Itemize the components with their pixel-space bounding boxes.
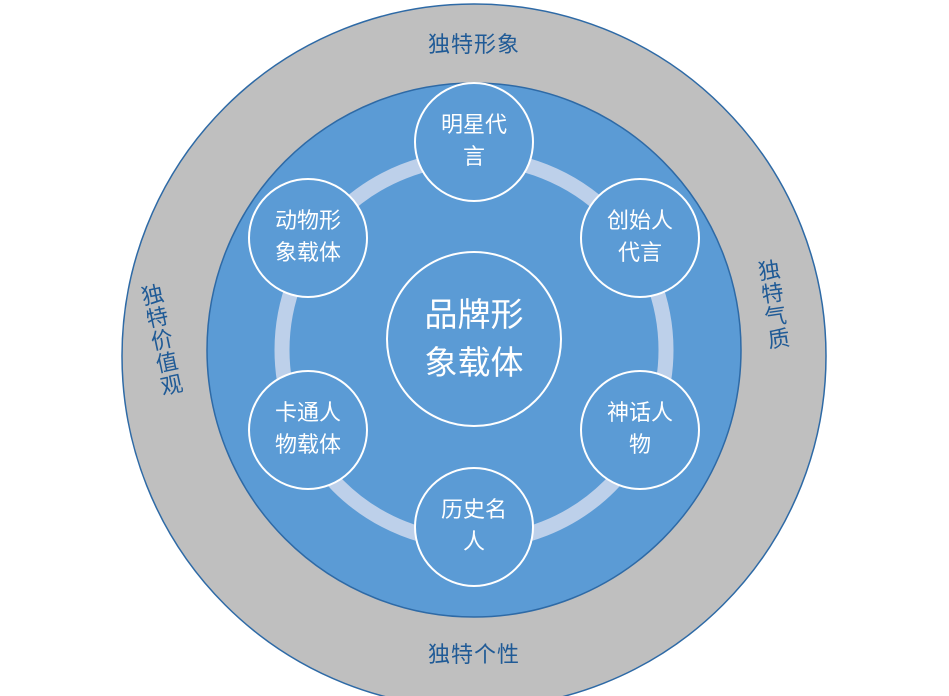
- node-circle-founder: [580, 178, 700, 298]
- node-circle-mythical: [580, 370, 700, 490]
- node-label-historical: 历史名 人: [440, 498, 507, 555]
- node-label-cartoon: 卡通人 物载体: [274, 401, 341, 458]
- node-label-celebrity: 明星代 言: [440, 113, 507, 170]
- outer-label-bottom: 独特个性: [427, 643, 520, 668]
- node-circle-cartoon: [248, 370, 368, 490]
- center-circle: [386, 251, 562, 427]
- node-label-mythical: 神话人 物: [606, 401, 673, 458]
- node-circle-celebrity: [414, 82, 534, 202]
- node-circle-animal: [248, 178, 368, 298]
- outer-label-top: 独特形象: [427, 33, 520, 58]
- node-label-animal: 动物形 象载体: [274, 209, 341, 266]
- center-label: 品牌形 象载体: [424, 295, 524, 382]
- node-circle-historical: [414, 467, 534, 587]
- node-label-founder: 创始人 代言: [606, 209, 673, 266]
